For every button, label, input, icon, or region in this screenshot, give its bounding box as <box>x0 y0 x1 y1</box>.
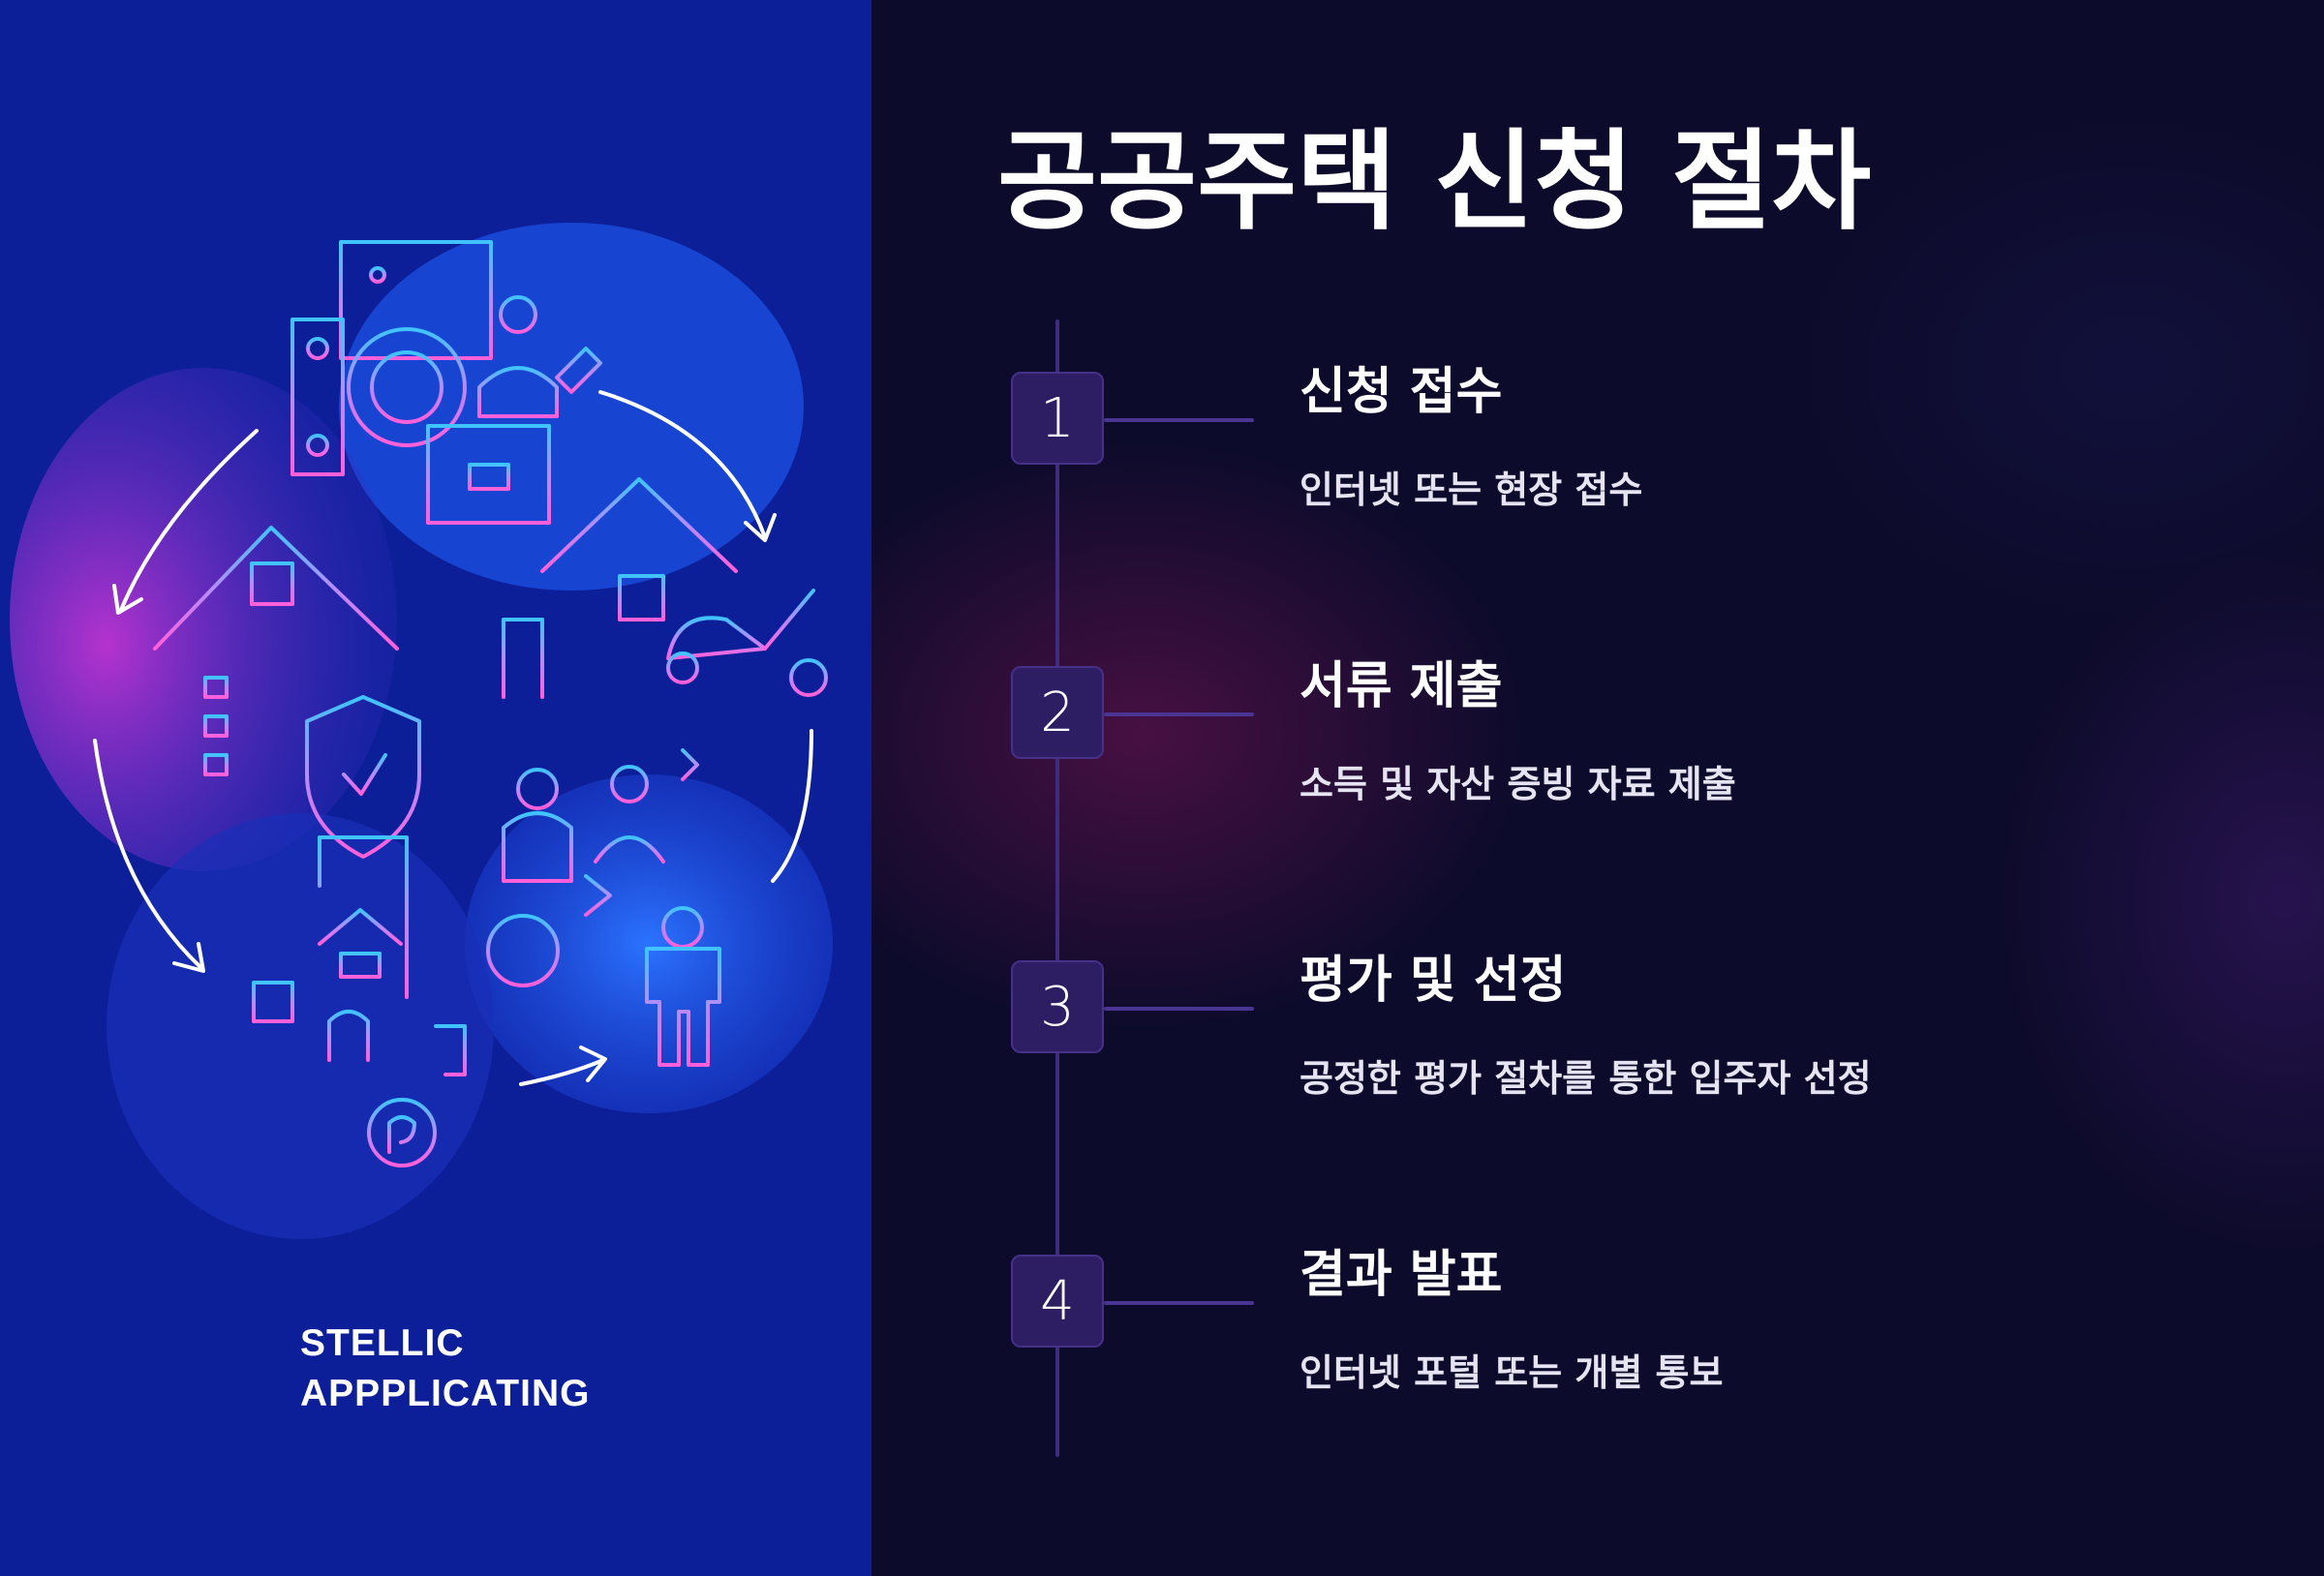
step-1-number-badge: 1 <box>1011 372 1104 465</box>
content-panel <box>872 0 2324 1576</box>
step-1-connector <box>1104 418 1254 422</box>
step-1-description: 인터넷 또는 현장 접수 <box>1300 469 1643 511</box>
step-1-title: 신청 접수 <box>1300 363 1503 421</box>
house-location-icon <box>223 835 467 1167</box>
document-gear-icon <box>290 240 602 525</box>
process-illustration <box>10 223 835 1239</box>
step-3-description: 공정한 평가 절차를 통한 입주자 선정 <box>1300 1057 1872 1100</box>
brand-line-2: APPPLICATING <box>300 1373 591 1414</box>
step-2-description: 소득 및 자산 증빙 자료 제출 <box>1300 763 1736 805</box>
blob-bottom-left <box>107 813 494 1239</box>
step-3-number-badge: 3 <box>1011 960 1104 1053</box>
step-3-title: 평가 및 선정 <box>1300 952 1567 1010</box>
illustration-panel: STELLIC APPPLICATING <box>0 0 872 1576</box>
blob-bottom-right <box>465 774 833 1113</box>
timeline-line <box>1055 319 1059 1457</box>
brand-line-1: STELLIC <box>300 1322 465 1364</box>
cycle-arrows-icon <box>93 390 813 1086</box>
house-shield-icon <box>153 526 421 859</box>
house-mower-icon <box>502 477 835 699</box>
step-4-description: 인터넷 포털 또는 개별 통보 <box>1300 1351 1724 1394</box>
step-2-connector <box>1104 712 1254 716</box>
blob-top <box>339 223 804 591</box>
step-4-title: 결과 발표 <box>1300 1246 1503 1304</box>
step-3-connector <box>1104 1007 1254 1011</box>
step-2-title: 서류 제출 <box>1300 657 1503 715</box>
step-4-number-badge: 4 <box>1011 1255 1104 1348</box>
step-4-connector <box>1104 1301 1254 1305</box>
step-2-number-badge: 2 <box>1011 666 1104 759</box>
page-title: 공공주택 신청 절차 <box>997 119 1872 245</box>
brand-logo-text: STELLIC APPPLICATING <box>300 1318 590 1419</box>
blob-left <box>10 368 397 871</box>
people-transfer-icon <box>486 748 721 1067</box>
